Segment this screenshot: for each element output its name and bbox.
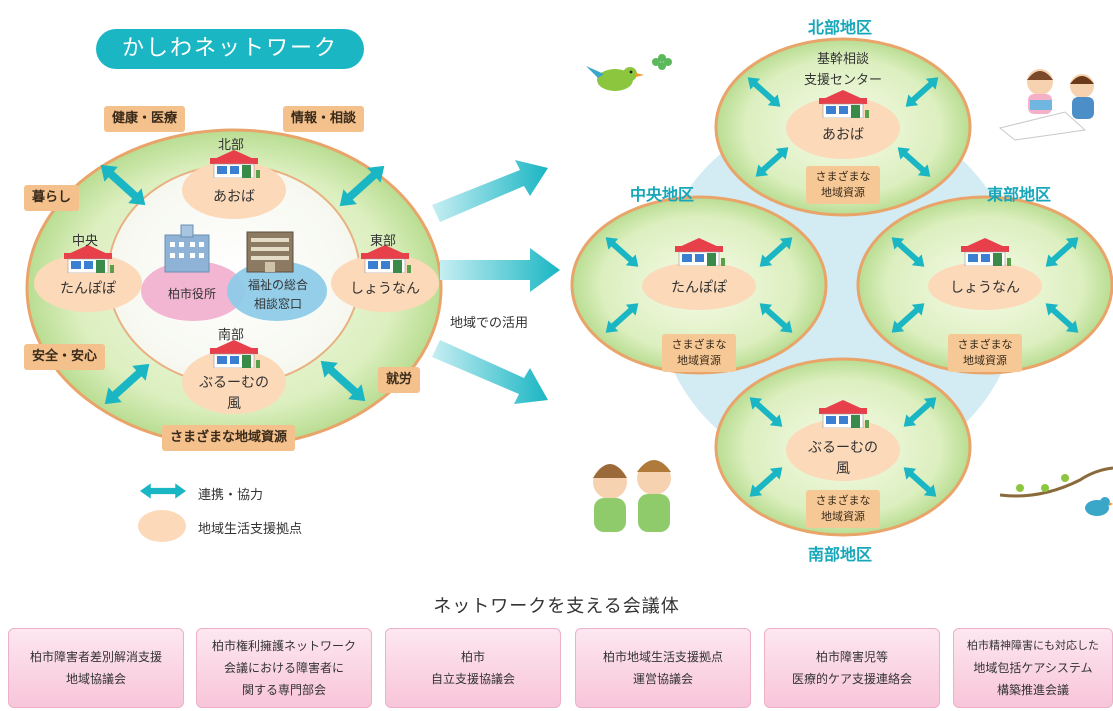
council-line: 柏市障害児等 — [815, 650, 888, 664]
district-central-base — [642, 262, 756, 310]
district-east-base — [928, 262, 1042, 310]
central-resource-line-2: 地域資源 — [677, 354, 721, 367]
council-card: 柏市精神障害にも対応した 地域包括ケアシステム 構築推進会議 — [953, 628, 1113, 708]
welfare-circle — [227, 261, 327, 321]
district-south-base — [786, 419, 900, 481]
central-base-label: たんぽぽ — [671, 280, 727, 296]
north-resource-line-1: さまざまな — [815, 170, 871, 183]
council-card: 柏市権利擁護ネットワーク 会議における障害者に 関する専門部会 — [196, 628, 372, 708]
south-resource-tag: さまざまな 地域資源 — [806, 490, 880, 528]
district-east-title: 東部地区 — [987, 185, 1052, 204]
people-icon — [593, 460, 671, 532]
base-bloom-label-2: 風 — [227, 396, 241, 412]
base-bloom-bubble — [182, 350, 286, 414]
council-line: 地域協議会 — [65, 672, 126, 686]
region-east-label: 東部 — [370, 234, 397, 249]
arrow-right-icon — [440, 248, 560, 292]
base-bloom-label: ぶるーむの — [199, 375, 269, 391]
council-card: 柏市 自立支援協議会 — [385, 628, 561, 708]
city-hall-label: 柏市役所 — [167, 287, 216, 301]
council-line: 地域包括ケアシステム — [973, 661, 1093, 675]
council-line: 柏市 — [460, 650, 485, 664]
region-south-label: 南部 — [218, 328, 245, 343]
legend-base-label: 地域生活支援拠点 — [198, 522, 303, 537]
city-hall-circle — [141, 261, 245, 321]
council-line: 柏市精神障害にも対応した — [967, 639, 1099, 652]
base-aoba-bubble — [182, 161, 286, 219]
east-resource-line-2: 地域資源 — [963, 354, 1007, 367]
north-center-label: 基幹相談 — [816, 52, 869, 67]
council-line: 運営協議会 — [632, 672, 693, 686]
council-line: 自立支援協議会 — [430, 672, 515, 686]
tag-info: 情報・相談 — [283, 106, 365, 132]
council-card: 柏市障害者差別解消支援 地域協議会 — [8, 628, 184, 708]
district-north-base — [786, 97, 900, 159]
council-line: 会議における障害者に — [223, 661, 344, 675]
tag-health: 健康・医療 — [104, 106, 186, 132]
south-resource-line-2: 地域資源 — [821, 510, 865, 523]
central-resource-line-1: さまざまな — [671, 338, 727, 351]
legend-cooperation-label: 連携・協力 — [198, 488, 264, 503]
base-shounan-bubble — [331, 254, 439, 312]
legend-double-arrow-icon — [140, 483, 186, 499]
north-base-label: あおば — [822, 127, 864, 143]
south-base-label-2: 風 — [836, 461, 850, 477]
region-central-label: 中央 — [72, 234, 99, 249]
district-north-title: 北部地区 — [808, 18, 873, 37]
east-resource-tag: さまざまな 地域資源 — [948, 334, 1022, 372]
people-icon — [998, 69, 1094, 141]
north-resource-tag: さまざまな 地域資源 — [806, 166, 880, 204]
council-line: 柏市権利擁護ネットワーク — [211, 639, 356, 653]
district-south-title: 南部地区 — [808, 545, 873, 564]
tag-work: 就労 — [378, 367, 421, 393]
tag-living: 暮らし — [24, 185, 80, 211]
tag-safety: 安全・安心 — [24, 344, 106, 370]
council-line: 関する専門部会 — [241, 683, 326, 697]
base-tanpopo-bubble — [34, 254, 142, 312]
council-line: 構築推進会議 — [996, 683, 1069, 697]
arrow-right-icon — [432, 340, 548, 404]
south-resource-line-1: さまざまな — [815, 494, 871, 507]
north-resource-line-2: 地域資源 — [821, 186, 865, 199]
central-resource-tag: さまざまな 地域資源 — [662, 334, 736, 372]
region-north-label: 北部 — [218, 138, 245, 153]
welfare-building-icon — [246, 231, 294, 273]
north-center-label-2: 支援センター — [803, 73, 882, 88]
bird-branch-icon — [999, 466, 1113, 516]
welfare-label: 福祉の総合 — [247, 278, 308, 292]
arrow-right-icon — [432, 160, 548, 222]
network-title: かしわネットワーク — [96, 29, 364, 69]
clover-icon — [652, 54, 672, 70]
council-line: 医療的ケア支援連絡会 — [791, 672, 912, 686]
councils-title: ネットワークを支える会議体 — [433, 596, 680, 617]
district-central-title: 中央地区 — [630, 185, 695, 204]
base-aoba-label: あおば — [213, 189, 255, 205]
east-resource-line-1: さまざまな — [957, 338, 1013, 351]
base-shounan-label: しょうなん — [350, 281, 420, 297]
tag-resources: さまざまな地域資源 — [162, 425, 296, 451]
council-card: 柏市地域生活支援拠点 運営協議会 — [575, 628, 751, 708]
council-line: 柏市障害者差別解消支援 — [29, 650, 162, 664]
welfare-label-2: 相談窓口 — [253, 297, 302, 311]
south-base-label: ぶるーむの — [808, 440, 878, 456]
usage-label: 地域での活用 — [450, 316, 529, 331]
base-tanpopo-label: たんぽぽ — [60, 281, 116, 297]
council-card: 柏市障害児等 医療的ケア支援連絡会 — [764, 628, 940, 708]
bird-icon — [586, 66, 644, 91]
council-line: 柏市地域生活支援拠点 — [602, 650, 723, 664]
city-hall-building-icon — [164, 224, 210, 273]
east-base-label: しょうなん — [950, 280, 1020, 296]
legend-base-swatch — [138, 510, 186, 542]
